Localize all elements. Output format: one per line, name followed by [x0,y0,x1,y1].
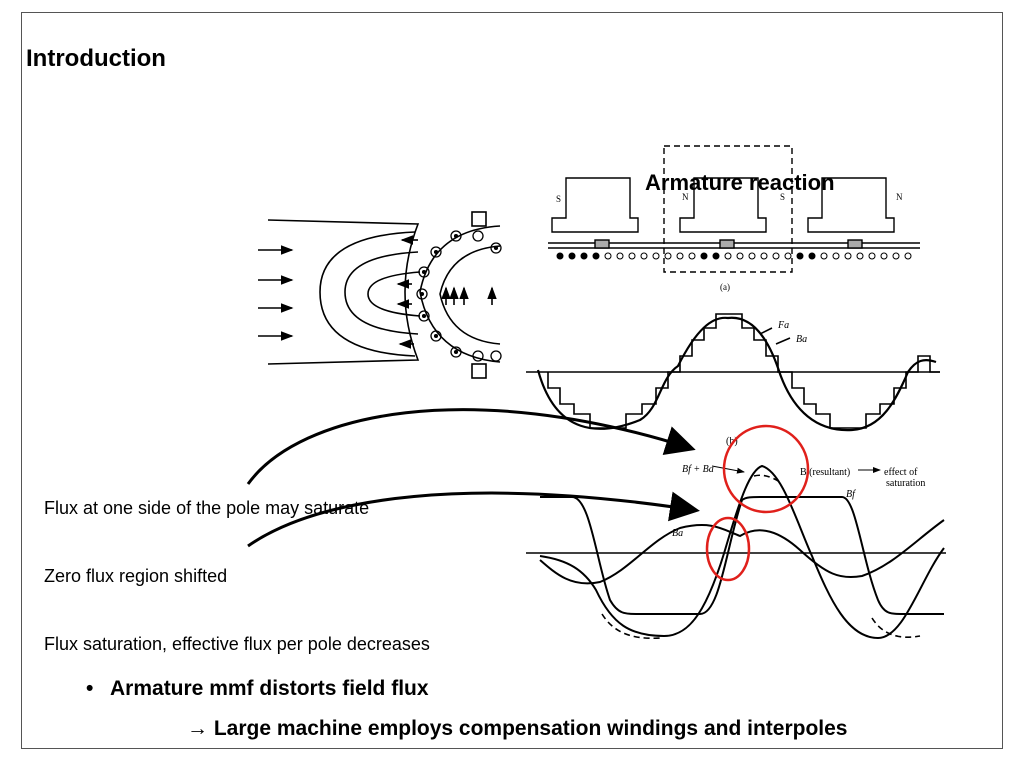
pole-label: S [780,192,785,202]
saturation-pointer-arrow [246,408,696,485]
panel-b-label: (b) [726,436,738,447]
machine-flux-diagram [258,211,502,379]
note-zero-flux: Zero flux region shifted [44,566,228,586]
zero-crossing-highlight-circle [705,516,751,582]
bullet-marker: • [86,677,94,700]
resultant-label: B (resultant) [800,467,850,478]
figure-title: Armature reaction [645,170,835,195]
note-flux-decrease: Flux saturation, effective flux per pole… [44,634,430,654]
mmf-waveform-panel-b [526,313,940,432]
zero-flux-pointer-arrow [247,491,700,548]
panel-a-label: (a) [720,282,730,292]
ba-label: Ba [796,334,807,345]
bf-label: Bf [846,489,856,500]
note-saturation: Flux at one side of the pole may saturat… [44,498,370,518]
fa-label: Fa [777,320,789,331]
bf-plus-ba-label: Bf + Ba [682,464,714,475]
bullet-item: • Armature mmf distorts field flux [86,677,429,701]
slide-frame [21,12,1003,749]
flux-waveforms-panel-c [526,464,946,640]
slide-title: Introduction [26,45,166,72]
pole-label: N [896,192,903,202]
bullet-text: Armature mmf distorts field flux [110,677,429,700]
pole-label: S [556,194,561,204]
effect-label: effect of [884,467,918,478]
saturation-highlight-circle [722,424,810,514]
pole-structure-panel-a [548,145,920,273]
conclusion-text: → Large machine employs compensation win… [187,717,848,740]
highlight-circles [705,424,810,582]
pole-label: N [682,192,689,202]
pointer-arrows [246,408,700,548]
saturation-label: saturation [886,478,925,489]
ba-label-c: Ba [672,528,683,539]
